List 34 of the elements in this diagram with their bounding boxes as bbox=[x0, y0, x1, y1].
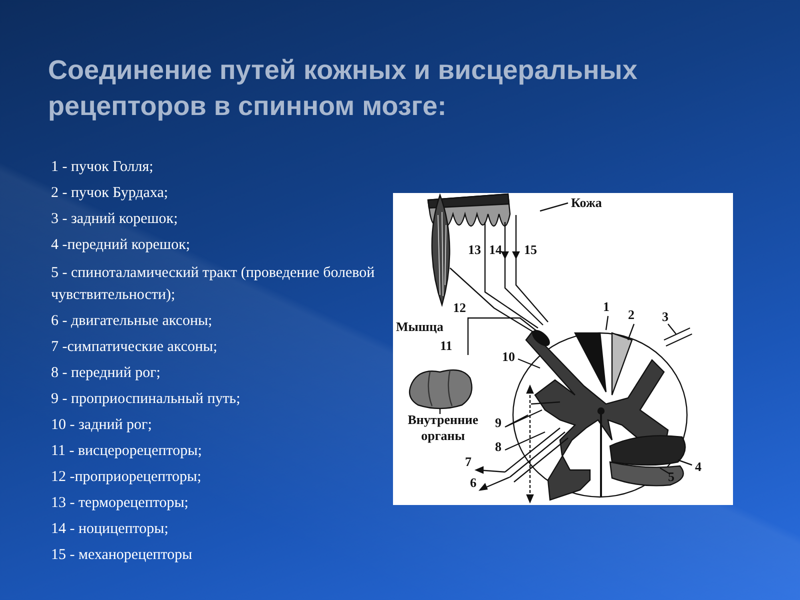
slide-title: Соединение путей кожных и висцеральных рецепторов в спинном мозге: bbox=[48, 54, 638, 123]
callout-number: 14 bbox=[489, 243, 502, 257]
legend-item: 2 - пучок Бурдаха; bbox=[51, 184, 170, 203]
legend-item: 14 - ноцицепторы; bbox=[51, 520, 170, 539]
organ-label: Кожа bbox=[571, 196, 602, 210]
callout-number: 12 bbox=[453, 301, 466, 315]
legend-item: 11 - висцерорецепторы; bbox=[51, 442, 203, 461]
callout-number: 2 bbox=[628, 308, 634, 322]
callout-number: 13 bbox=[468, 243, 481, 257]
callout-number: 6 bbox=[470, 476, 476, 490]
callout-number: 7 bbox=[465, 455, 472, 469]
callout-number: 4 bbox=[695, 460, 702, 474]
legend-item: 7 -симпатические аксоны; bbox=[51, 338, 218, 357]
legend-item: 8 - передний рог; bbox=[51, 364, 162, 383]
callout-number: 8 bbox=[495, 440, 502, 454]
legend-item: 12 -проприорецепторы; bbox=[51, 468, 202, 487]
legend-item: 15 - механорецепторы bbox=[51, 546, 194, 565]
callout-number: 1 bbox=[603, 300, 610, 314]
callout-number: 9 bbox=[495, 416, 502, 430]
legend-item: 9 - проприоспинальный путь; bbox=[51, 390, 242, 409]
organ-label: Внутренние органы bbox=[406, 412, 480, 444]
legend-item: 1 - пучок Голля; bbox=[51, 158, 154, 177]
legend-item: 5 - спиноталамический тракт (проведение болевой чувствительности); bbox=[51, 264, 376, 305]
legend-item: 13 - терморецепторы; bbox=[51, 494, 190, 513]
legend-item: 10 - задний рог; bbox=[51, 416, 153, 435]
legend-item: 4 -передний корешок; bbox=[51, 236, 192, 255]
callout-number: 5 bbox=[668, 470, 674, 484]
callout-number: 3 bbox=[662, 310, 668, 324]
callout-number: 15 bbox=[524, 243, 537, 257]
organ-label: Мышца bbox=[396, 320, 444, 334]
callout-number: 11 bbox=[440, 339, 452, 353]
callout-number: 10 bbox=[502, 350, 515, 364]
legend-item: 3 - задний корешок; bbox=[51, 210, 179, 229]
legend-item: 6 - двигательные аксоны; bbox=[51, 312, 214, 331]
